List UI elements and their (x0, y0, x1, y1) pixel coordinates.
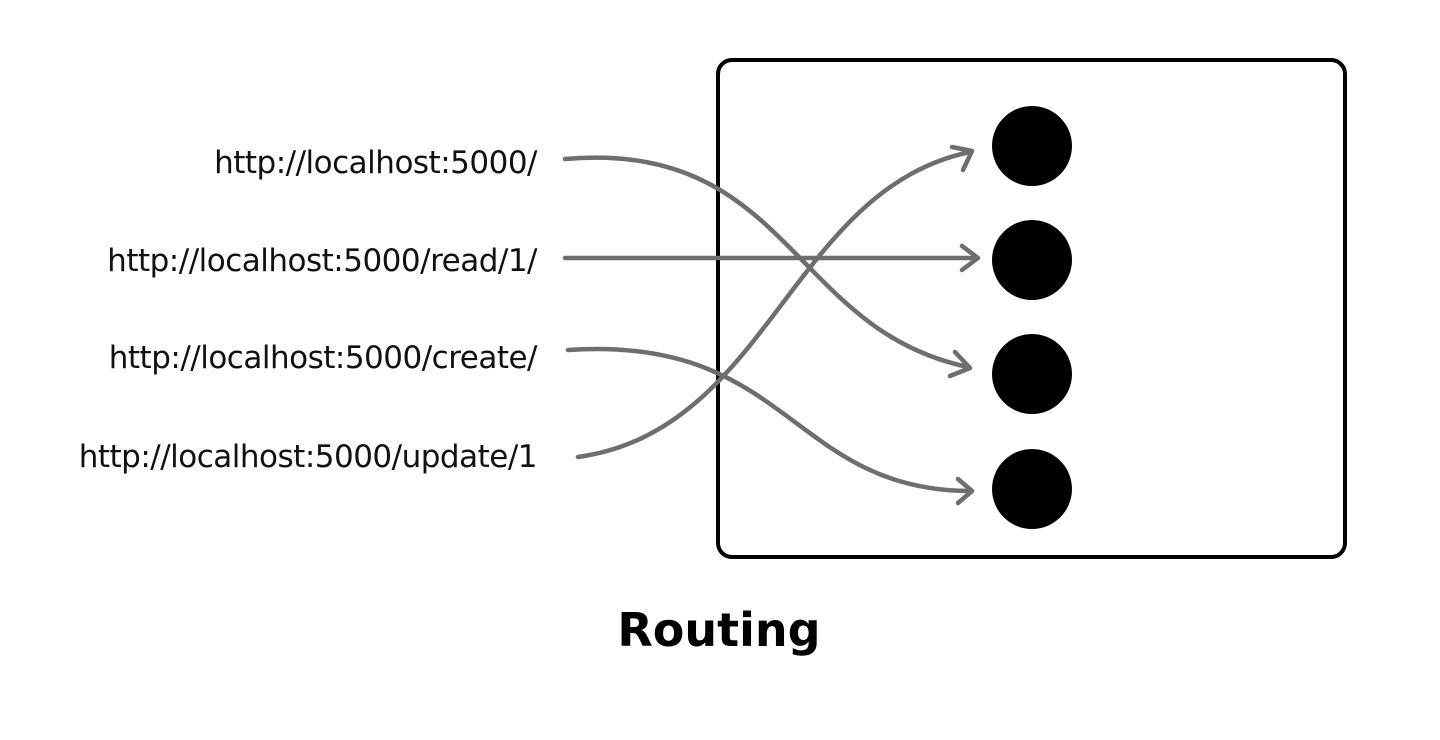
url-label-update: http://localhost:5000/update/1 (79, 439, 537, 475)
url-label-read: http://localhost:5000/read/1/ (107, 243, 538, 279)
handler-dot-3 (992, 334, 1072, 414)
url-label-create: http://localhost:5000/create/ (109, 340, 538, 376)
route-arrow-root (562, 155, 973, 379)
route-arrow-update (575, 144, 975, 460)
router-box (716, 58, 1347, 559)
url-label-root: http://localhost:5000/ (214, 145, 538, 181)
handler-dot-1 (992, 106, 1072, 186)
handler-dot-2 (992, 220, 1072, 300)
route-arrow-read (562, 243, 981, 273)
diagram-caption: Routing (617, 603, 820, 657)
handler-dot-4 (992, 449, 1072, 529)
route-arrow-create (565, 346, 975, 506)
